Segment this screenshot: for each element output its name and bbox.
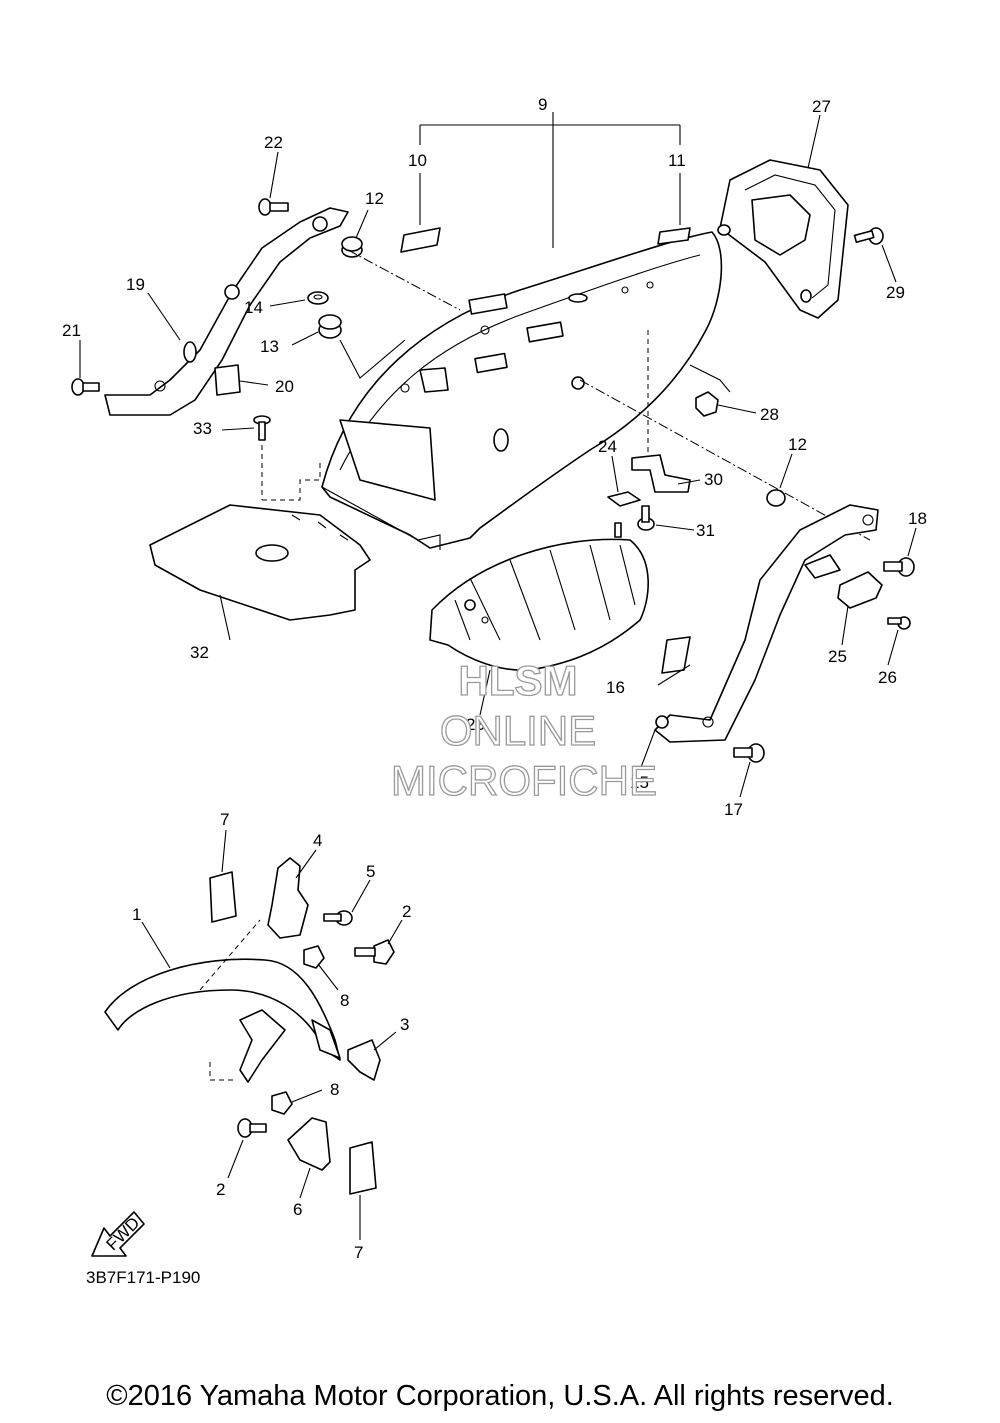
callout-23: 23 — [466, 715, 485, 734]
callout-1: 1 — [132, 905, 141, 924]
callout-3: 3 — [400, 1015, 409, 1034]
callout-15: 15 — [630, 773, 649, 792]
watermark-line2: ONLINE — [440, 707, 596, 754]
callout-28: 28 — [760, 405, 779, 424]
callout-8: 8 — [330, 1080, 339, 1099]
callout-2: 2 — [402, 902, 411, 921]
screw-26 — [887, 616, 911, 630]
inner-fender-23 — [429, 538, 649, 671]
screw-33 — [253, 415, 271, 441]
nut-8-lower — [271, 1091, 293, 1115]
callout-6: 6 — [293, 1200, 302, 1219]
callout-31: 31 — [696, 521, 715, 540]
bolt-5 — [323, 910, 353, 926]
decal-11 — [657, 227, 691, 245]
callout-11: 11 — [668, 151, 686, 170]
callout-27: 27 — [812, 97, 831, 116]
bracket-30 — [631, 454, 691, 493]
bolt-2-lower — [237, 1118, 267, 1138]
callout-30: 30 — [704, 470, 723, 489]
watermark-line3: MICROFICHE — [391, 757, 657, 804]
callout-14: 14 — [244, 298, 263, 317]
stay-3 — [347, 1039, 381, 1081]
callout-10: 10 — [408, 151, 427, 170]
bolt-21 — [71, 378, 100, 396]
callout-9-leaders — [419, 112, 681, 248]
bracket-6 — [287, 1117, 331, 1171]
callout-17: 17 — [724, 800, 743, 819]
bolt-22 — [258, 198, 289, 216]
grab-rail-right — [654, 504, 879, 743]
bolt-18 — [883, 557, 915, 577]
taillight-27 — [717, 159, 849, 319]
bracket-4 — [267, 857, 309, 939]
damper-12-lower — [766, 489, 786, 507]
callout-19: 19 — [126, 275, 145, 294]
screw-29 — [853, 227, 884, 245]
bolt-31 — [637, 505, 655, 531]
callout-18: 18 — [908, 509, 927, 528]
bolt-17 — [733, 743, 765, 763]
grab-rail-left — [104, 207, 349, 416]
block-16 — [661, 636, 691, 674]
clamp-25 — [804, 554, 883, 609]
callout-20: 20 — [275, 377, 294, 396]
damper-13 — [318, 314, 342, 339]
callout-4: 4 — [313, 831, 322, 850]
callout-5: 5 — [366, 862, 375, 881]
callout-7: 7 — [220, 810, 229, 829]
callout-32: 32 — [190, 643, 209, 662]
callout-7: 7 — [354, 1243, 363, 1262]
callout-13: 13 — [260, 337, 279, 356]
nut-28 — [695, 391, 719, 417]
callout-22: 22 — [264, 133, 283, 152]
callouts: 1 2 2 3 4 5 6 7 7 8 8 9 10 11 12 12 13 1… — [62, 95, 927, 1262]
watermark-line1: HLSM — [459, 657, 578, 704]
callout-29: 29 — [886, 283, 905, 302]
callout-16: 16 — [606, 678, 625, 697]
nut-24 — [607, 491, 641, 507]
callout-12: 12 — [365, 189, 384, 208]
damper-12-upper — [341, 236, 363, 258]
callout-25: 25 — [828, 647, 847, 666]
nut-8-upper — [303, 945, 325, 969]
callout-21: 21 — [62, 321, 81, 340]
leader-lines — [79, 114, 917, 1240]
fwd-arrow-icon: FWD — [91, 1211, 145, 1257]
bolt-2-upper — [354, 939, 395, 965]
callout-12: 12 — [788, 435, 807, 454]
block-7-upper — [209, 871, 237, 923]
callout-8: 8 — [340, 991, 349, 1010]
collar-14 — [307, 291, 329, 305]
callout-2: 2 — [216, 1180, 225, 1199]
block-7-lower — [349, 1141, 377, 1195]
mudflap-32 — [149, 504, 371, 621]
callout-24: 24 — [598, 437, 617, 456]
callout-9: 9 — [538, 95, 547, 114]
front-fender — [104, 919, 341, 1061]
callout-33: 33 — [193, 419, 212, 438]
watermark: HLSM ONLINE MICROFICHE — [390, 656, 657, 804]
block-20 — [214, 364, 241, 396]
decal-10 — [400, 227, 441, 253]
diagram-code: 3B7F171-P190 — [86, 1268, 201, 1287]
copyright-notice: ©2016 Yamaha Motor Corporation, U.S.A. A… — [106, 1380, 894, 1412]
callout-26: 26 — [878, 668, 897, 687]
rear-fender — [321, 231, 723, 550]
